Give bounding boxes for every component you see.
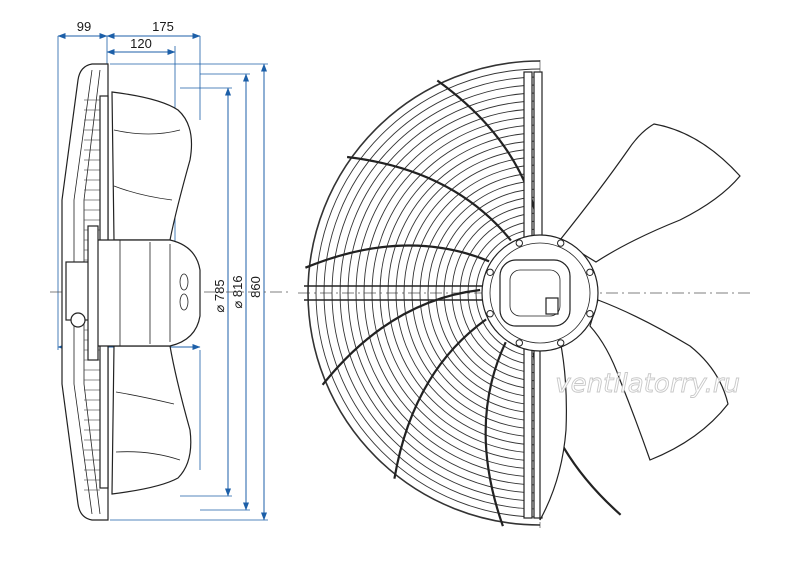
hub-bolt-icon <box>586 268 594 276</box>
front-view <box>298 60 750 528</box>
guard-ring <box>307 60 541 526</box>
dim-120-label: 120 <box>130 36 152 51</box>
guard-ring <box>363 116 541 470</box>
blade-upper-front <box>559 123 741 263</box>
hub-bolt-icon <box>486 310 494 318</box>
guard-ring <box>347 100 541 486</box>
hub-bolt-icon <box>557 339 565 347</box>
cable-gland-icon <box>70 312 86 328</box>
guard-ring <box>403 156 541 430</box>
watermark-text: ventilatorry.ru <box>555 369 740 399</box>
guard-spoke <box>304 244 490 269</box>
guard-ring <box>339 92 541 494</box>
dim-99-label: 99 <box>77 19 91 34</box>
guard-ring <box>411 164 541 422</box>
guard-ring <box>379 132 541 454</box>
guard-ring <box>355 108 541 478</box>
nameplate-icon <box>545 297 559 315</box>
guard-ring <box>323 76 541 510</box>
guard-spoke <box>346 155 512 242</box>
dim-175-label: 175 <box>152 19 174 34</box>
hub-bolt-icon <box>557 239 565 247</box>
guard-ring <box>467 220 541 366</box>
side-view: 99 175 120 274 ⌀ 785 ⌀ 816 860 <box>50 19 290 521</box>
hub-bolt-icon <box>515 339 523 347</box>
motor-housing-side <box>95 239 201 347</box>
dim-785-label: ⌀ 785 <box>212 279 227 312</box>
guard-ring <box>315 68 541 518</box>
motor-flange-side <box>87 225 99 361</box>
guard-rings <box>307 60 541 526</box>
guard-ring <box>435 188 541 398</box>
guard-ring <box>443 196 541 390</box>
hub-bolt-icon <box>515 239 523 247</box>
blade-lower-front <box>539 337 567 521</box>
guard-ring <box>419 172 541 414</box>
blade-lower-right-front <box>589 299 729 461</box>
blade-lower-side <box>111 345 192 495</box>
guard-spoke <box>484 341 507 527</box>
terminal-box-side <box>65 261 91 321</box>
dim-860-label: 860 <box>248 276 263 298</box>
guard-ring <box>371 124 541 462</box>
guard-ring <box>395 148 541 438</box>
guard-spoke <box>393 318 487 479</box>
guard-ring <box>331 84 541 502</box>
blade-upper-side <box>111 91 193 241</box>
guard-ring <box>475 228 541 358</box>
hub-bolt-icon <box>586 310 594 318</box>
guard-spoke <box>321 288 481 386</box>
hub-bolt-icon <box>486 268 494 276</box>
guard-ring <box>451 204 541 382</box>
guard-ring <box>387 140 541 446</box>
